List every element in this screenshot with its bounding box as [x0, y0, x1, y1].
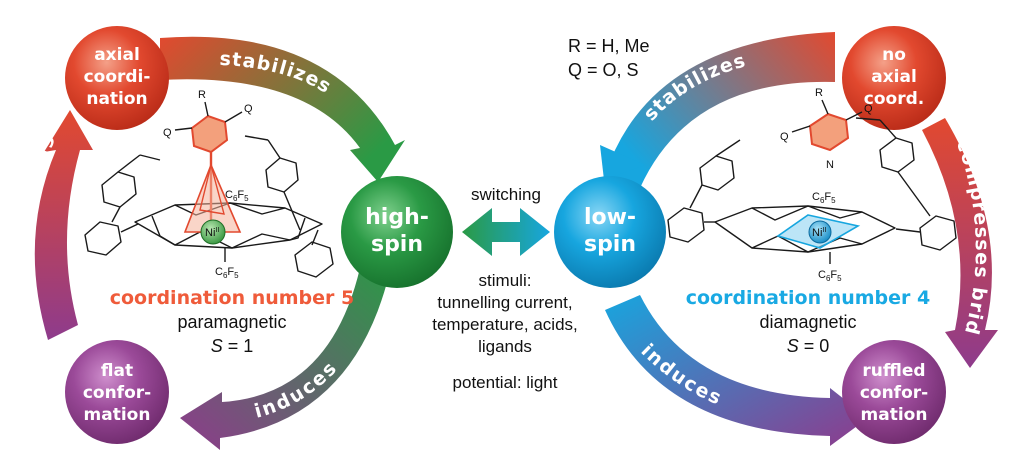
svg-text:low-: low- — [584, 205, 636, 230]
svg-text:high-: high- — [365, 205, 429, 230]
left-arc-bottom-label: induces — [252, 357, 340, 423]
circle-high-spin: high- spin — [341, 176, 453, 288]
svg-text:stimuli:: stimuli: — [479, 271, 532, 290]
svg-text:R: R — [815, 87, 823, 99]
switching-double-arrow — [462, 208, 550, 256]
svg-text:ruffled: ruffled — [862, 361, 925, 381]
svg-text:confor-: confor- — [83, 383, 151, 403]
left-spin-value: S = 1 — [211, 336, 254, 356]
svg-text:mation: mation — [84, 405, 151, 425]
svg-text:mation: mation — [861, 405, 928, 425]
left-arc-stretches-bridge: stretches bridge — [14, 110, 93, 340]
svg-text:NiII: NiII — [812, 227, 826, 239]
svg-text:R: R — [198, 89, 206, 101]
svg-text:spin: spin — [371, 232, 423, 257]
svg-text:confor-: confor- — [860, 383, 928, 403]
left-coordination-label: coordination number 5 — [110, 287, 355, 309]
circle-low-spin: low- spin — [554, 176, 666, 288]
svg-text:induces: induces — [252, 357, 342, 423]
right-molecule-structure: N R Q Q NiII C6F5 C6F5 — [667, 87, 957, 283]
svg-text:Q: Q — [163, 127, 172, 139]
right-spin-value: S = 0 — [787, 336, 830, 356]
right-coordination-label: coordination number 4 — [686, 287, 931, 309]
svg-text:coordi-: coordi- — [84, 67, 151, 87]
svg-text:flat: flat — [101, 361, 133, 381]
svg-text:C6F5: C6F5 — [215, 266, 239, 280]
svg-text:nation: nation — [86, 89, 147, 109]
substituent-r: R = H, Me — [568, 36, 650, 56]
circle-flat-conformation: flat confor- mation — [65, 340, 169, 444]
circle-ruffled-conformation: ruffled confor- mation — [842, 340, 946, 444]
stimuli-list: stimuli: tunnelling current, temperature… — [432, 271, 578, 356]
svg-text:coord.: coord. — [864, 89, 924, 109]
svg-text:spin: spin — [584, 232, 636, 257]
potential-label: potential: light — [453, 373, 558, 392]
svg-text:Q: Q — [864, 103, 873, 115]
svg-text:C6F5: C6F5 — [818, 269, 842, 283]
svg-text:Q: Q — [780, 131, 789, 143]
svg-text:Q: Q — [244, 103, 253, 115]
substituent-q: Q = O, S — [568, 60, 639, 80]
svg-text:C6F5: C6F5 — [225, 189, 249, 203]
svg-text:temperature, acids,: temperature, acids, — [432, 315, 578, 334]
svg-text:N: N — [826, 159, 834, 171]
svg-text:axial: axial — [94, 45, 140, 65]
left-magnetism: paramagnetic — [177, 312, 286, 332]
left-molecule-structure: R Q Q NiII C6F5 C6F5 — [84, 89, 334, 280]
circle-axial-coordination: axial coordi- nation — [65, 26, 169, 130]
svg-text:no: no — [882, 45, 906, 65]
svg-text:C6F5: C6F5 — [812, 191, 836, 205]
svg-text:ligands: ligands — [478, 337, 532, 356]
svg-text:tunnelling current,: tunnelling current, — [437, 293, 572, 312]
circle-no-axial-coord: no axial coord. — [842, 26, 946, 130]
right-magnetism: diamagnetic — [759, 312, 856, 332]
svg-text:NiII: NiII — [205, 227, 219, 239]
svg-text:axial: axial — [871, 67, 917, 87]
switching-label: switching — [471, 185, 541, 204]
left-arc-stabilizes: stabilizes — [160, 36, 405, 182]
